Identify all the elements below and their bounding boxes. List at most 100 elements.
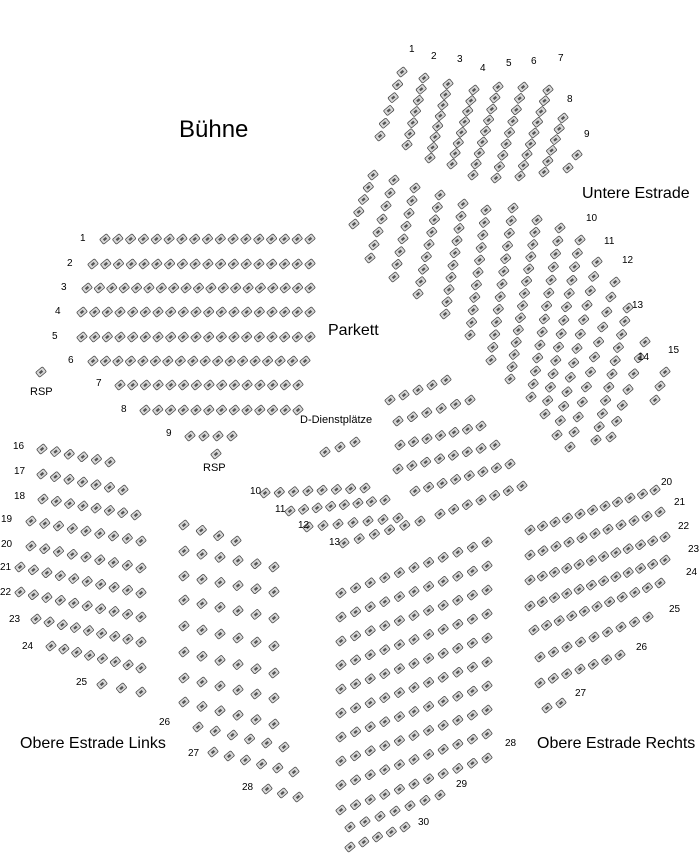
seat[interactable] (384, 394, 396, 406)
seat[interactable] (267, 404, 278, 416)
seat[interactable] (279, 233, 290, 245)
seat[interactable] (418, 72, 430, 84)
seat[interactable] (113, 258, 124, 270)
seat[interactable] (379, 494, 391, 506)
seat[interactable] (68, 573, 80, 584)
seat[interactable] (108, 582, 120, 593)
seat[interactable] (279, 282, 291, 294)
seat[interactable] (350, 774, 361, 786)
seat[interactable] (561, 563, 573, 574)
seat[interactable] (572, 411, 584, 423)
seat[interactable] (555, 697, 567, 709)
seat[interactable] (610, 547, 622, 558)
seat[interactable] (578, 314, 590, 325)
seat[interactable] (452, 137, 464, 149)
seat[interactable] (76, 331, 88, 343)
seat[interactable] (68, 597, 80, 609)
seat[interactable] (291, 306, 303, 318)
seat[interactable] (135, 686, 147, 698)
seat[interactable] (284, 505, 296, 517)
seat[interactable] (177, 258, 188, 270)
seat[interactable] (374, 130, 386, 142)
seat[interactable] (408, 730, 420, 741)
seat[interactable] (523, 263, 535, 275)
seat[interactable] (536, 570, 548, 582)
seat[interactable] (278, 741, 290, 753)
seat[interactable] (377, 514, 389, 525)
seat[interactable] (372, 226, 384, 238)
seat[interactable] (334, 441, 346, 453)
seat[interactable] (350, 606, 361, 618)
seat[interactable] (504, 127, 515, 138)
seat[interactable] (90, 502, 102, 514)
seat[interactable] (122, 609, 133, 620)
seat[interactable] (589, 351, 600, 363)
seat[interactable] (368, 239, 380, 251)
seat[interactable] (335, 804, 347, 816)
seat[interactable] (190, 331, 202, 343)
seat[interactable] (150, 233, 162, 245)
seat[interactable] (546, 145, 557, 156)
seat[interactable] (232, 659, 244, 670)
seat[interactable] (408, 754, 420, 765)
seat[interactable] (615, 519, 627, 531)
seat[interactable] (379, 572, 391, 583)
seat[interactable] (489, 490, 501, 501)
seat[interactable] (189, 233, 201, 245)
seat[interactable] (527, 239, 539, 250)
seat[interactable] (400, 220, 412, 232)
seat[interactable] (367, 169, 379, 181)
seat[interactable] (335, 755, 347, 767)
seat[interactable] (605, 291, 617, 303)
seat[interactable] (190, 306, 202, 318)
seat[interactable] (394, 663, 405, 674)
seat[interactable] (545, 382, 556, 393)
seat[interactable] (268, 612, 280, 624)
seat[interactable] (379, 740, 391, 751)
seat[interactable] (534, 651, 546, 663)
seat[interactable] (524, 549, 536, 561)
seat[interactable] (279, 306, 291, 318)
seat[interactable] (176, 233, 188, 245)
seat[interactable] (549, 516, 561, 528)
seat[interactable] (467, 733, 478, 745)
seat[interactable] (475, 420, 487, 432)
seat[interactable] (335, 635, 347, 647)
seat[interactable] (364, 649, 376, 660)
seat[interactable] (450, 399, 461, 410)
seat[interactable] (230, 282, 242, 294)
seat[interactable] (358, 194, 369, 205)
seat[interactable] (516, 480, 528, 492)
seat[interactable] (434, 110, 446, 121)
seat[interactable] (574, 508, 586, 520)
seat[interactable] (364, 721, 376, 732)
seat[interactable] (553, 341, 564, 353)
seat[interactable] (250, 714, 262, 725)
seat[interactable] (591, 601, 603, 612)
seat[interactable] (80, 525, 92, 537)
seat[interactable] (561, 641, 573, 653)
seat[interactable] (178, 379, 189, 391)
seat[interactable] (317, 520, 329, 531)
seat[interactable] (81, 282, 93, 294)
seat[interactable] (408, 610, 420, 621)
seat[interactable] (408, 778, 420, 790)
seat[interactable] (541, 300, 552, 312)
seat[interactable] (421, 407, 433, 418)
seat[interactable] (579, 606, 590, 617)
seat[interactable] (203, 306, 215, 318)
seat[interactable] (436, 478, 448, 489)
seat[interactable] (76, 306, 88, 318)
seat[interactable] (287, 355, 298, 367)
seat[interactable] (591, 256, 603, 268)
seat[interactable] (240, 258, 252, 270)
seat[interactable] (54, 595, 66, 606)
seat[interactable] (45, 640, 57, 652)
seat[interactable] (561, 386, 573, 397)
seat[interactable] (481, 728, 493, 740)
seat[interactable] (174, 355, 186, 367)
seat[interactable] (84, 650, 95, 661)
seat[interactable] (467, 565, 478, 577)
seat[interactable] (527, 378, 539, 390)
seat[interactable] (481, 536, 493, 548)
